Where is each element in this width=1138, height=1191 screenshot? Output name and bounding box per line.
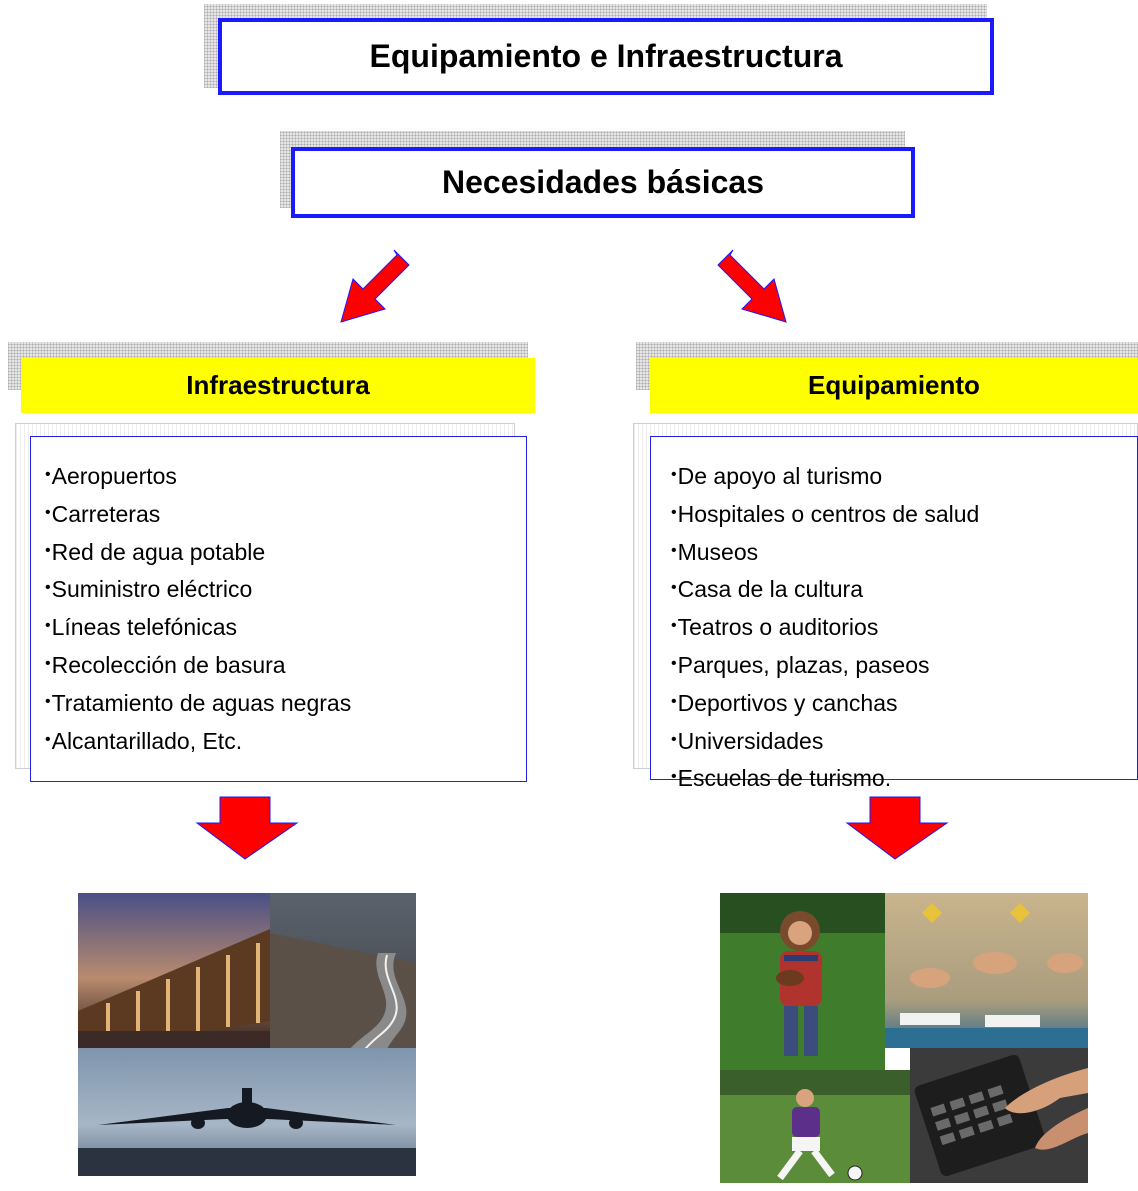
arrow-down-left <box>340 249 410 323</box>
list-item: •Deportivos y canchas <box>671 689 898 716</box>
list-item: •Red de agua potable <box>45 538 266 565</box>
infraestructura-list: •Aeropuertos •Carreteras •Red de agua po… <box>45 457 526 759</box>
left-list-box: •Aeropuertos •Carreteras •Red de agua po… <box>30 436 527 782</box>
list-item: •De apoyo al turismo <box>671 463 883 489</box>
equipamiento-photo-collage <box>720 893 1088 1183</box>
list-item: •Casa de la cultura <box>671 576 863 603</box>
list-item: •Parques, plazas, paseos <box>671 651 930 678</box>
right-heading: Equipamiento <box>650 358 1138 413</box>
infraestructura-photo-collage <box>78 893 416 1176</box>
arrow-down-right-column <box>845 796 949 860</box>
infraestructura-photos <box>78 893 416 1176</box>
list-item: •Tratamiento de aguas negras <box>45 689 352 716</box>
list-item: •Museos <box>671 538 759 565</box>
arrow-down-right <box>717 249 787 323</box>
left-heading: Infraestructura <box>21 358 535 413</box>
diagram-title-text: Equipamiento e Infraestructura <box>369 38 843 74</box>
right-list-box: •De apoyo al turismo •Hospitales o centr… <box>650 436 1138 791</box>
list-item: •Universidades <box>671 727 824 754</box>
list-item: •Teatros o auditorios <box>671 614 879 641</box>
list-item: •Aeropuertos <box>45 463 177 489</box>
list-item: •Hospitales o centros de salud <box>671 500 980 527</box>
subtitle-text: Necesidades básicas <box>442 164 764 200</box>
arrow-down-left-column <box>195 796 299 860</box>
list-item: •Carreteras <box>45 500 161 527</box>
list-item: •Líneas telefónicas <box>45 614 238 641</box>
diagram-title: Equipamiento e Infraestructura <box>218 18 994 95</box>
list-item: •Alcantarillado, Etc. <box>45 727 243 754</box>
left-heading-text: Infraestructura <box>186 370 370 400</box>
equipamiento-list: •De apoyo al turismo •Hospitales o centr… <box>671 457 1137 797</box>
list-item: •Escuelas de turismo. <box>671 765 892 792</box>
list-item: •Suministro eléctrico <box>45 576 253 603</box>
right-heading-text: Equipamiento <box>808 370 980 400</box>
subtitle-box: Necesidades básicas <box>291 147 915 218</box>
equipamiento-photos <box>720 893 1088 1183</box>
list-item: •Recolección de basura <box>45 651 286 678</box>
